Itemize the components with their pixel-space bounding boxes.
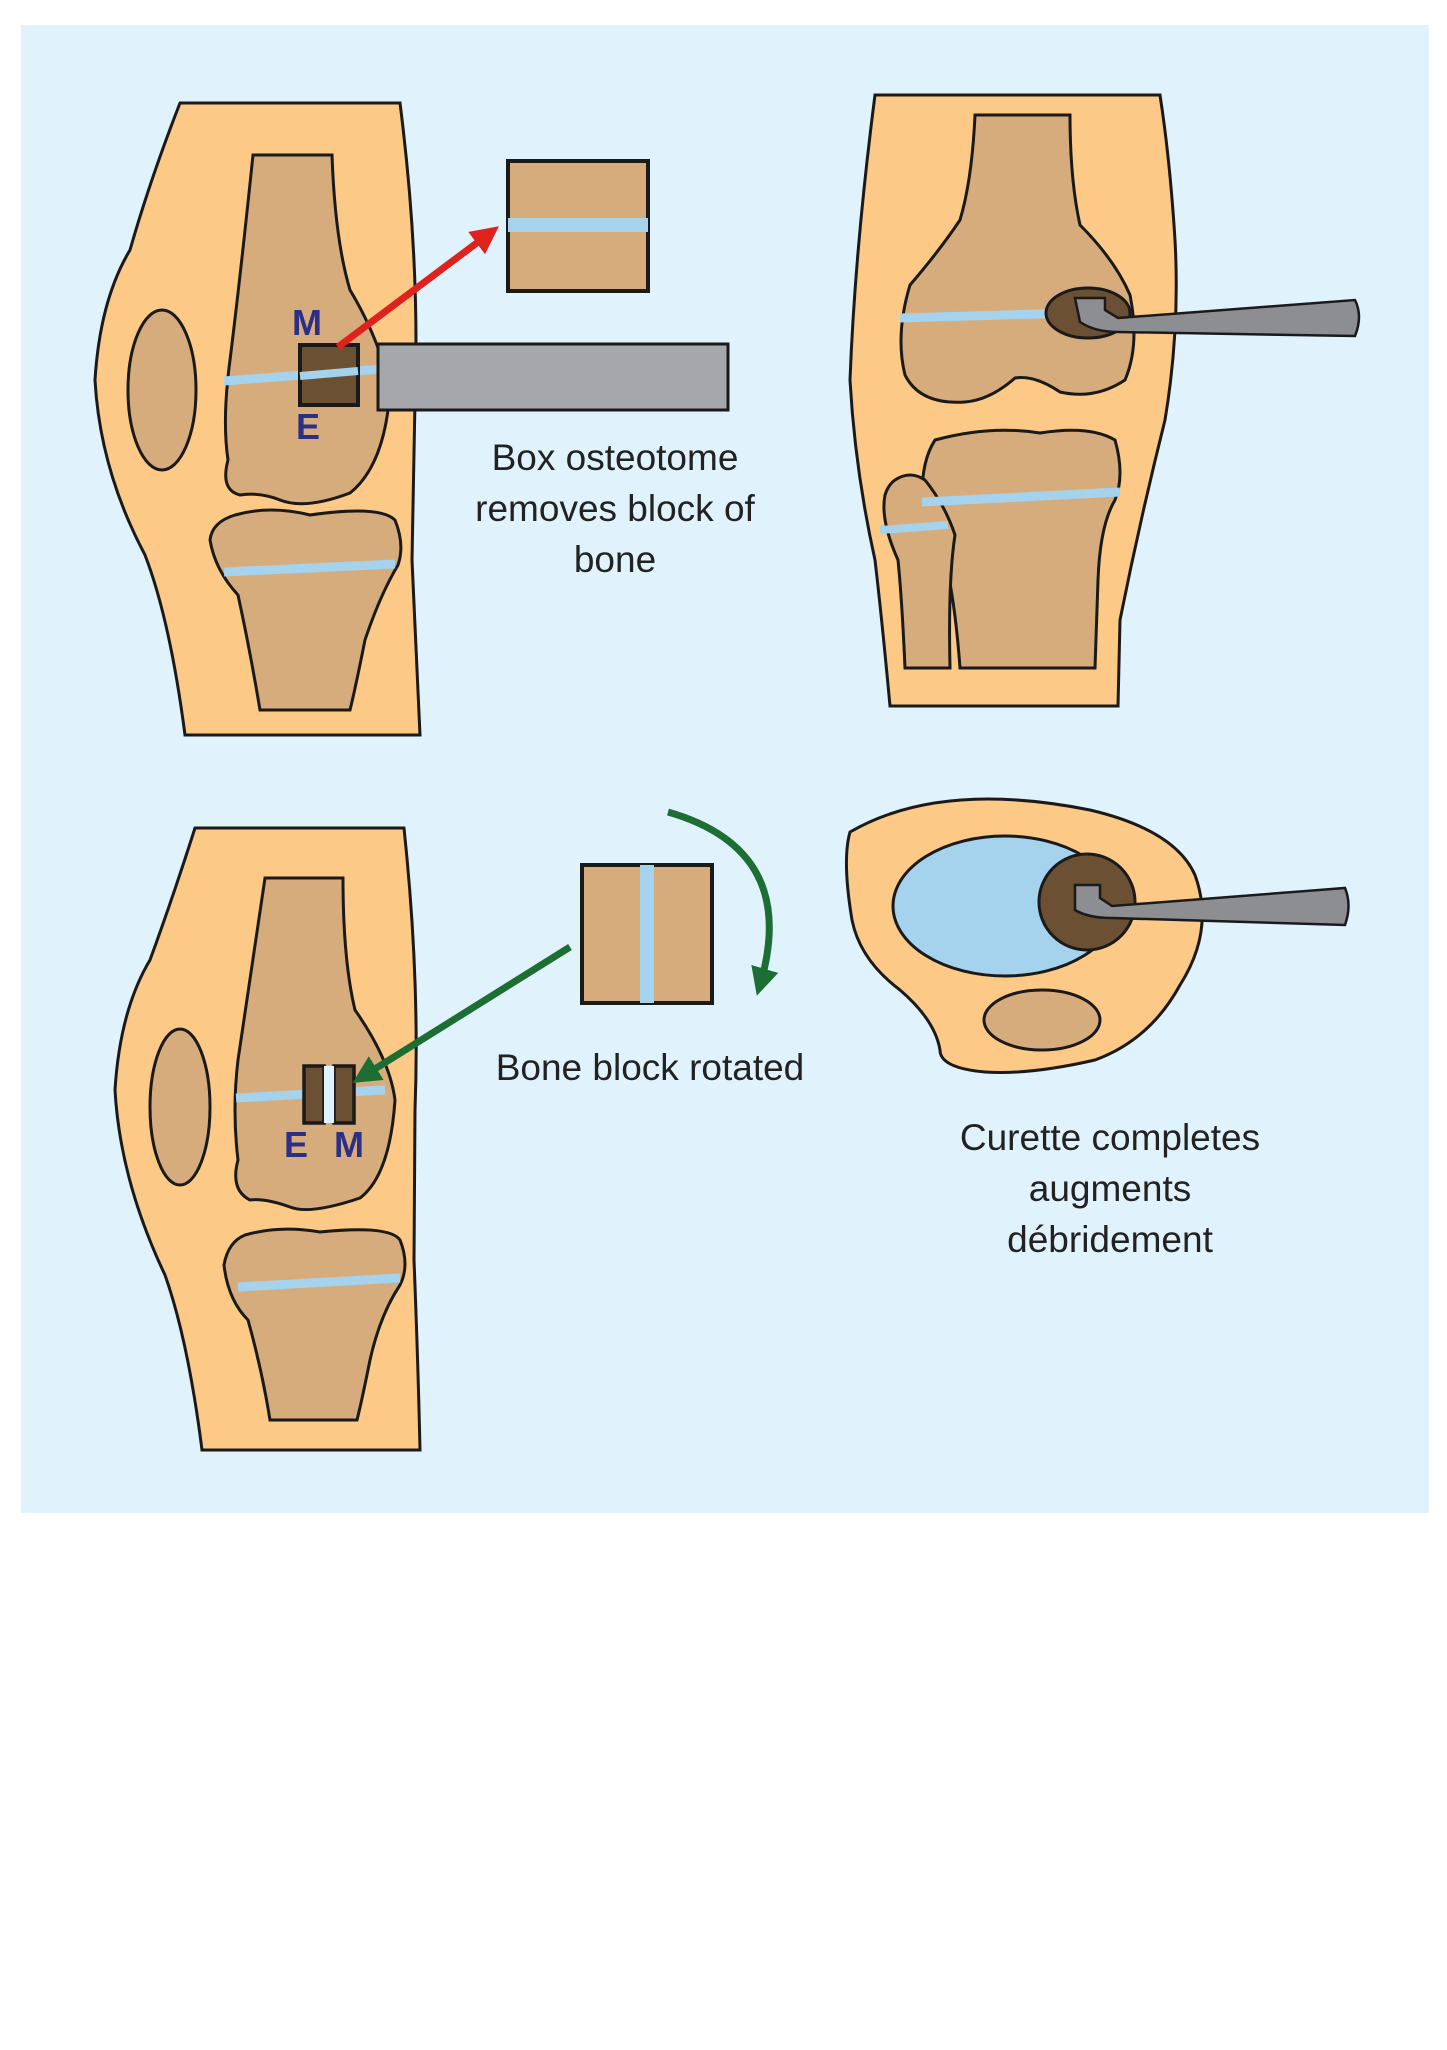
bottom-marker-m: M — [334, 1124, 364, 1165]
removal-arrow — [335, 226, 499, 350]
top-marker-e: E — [296, 406, 321, 447]
top-marker-m: M — [292, 302, 322, 343]
rotated-block-physis — [324, 1066, 334, 1123]
caption-bone-block-rotated: Bone block rotated — [495, 1047, 805, 1088]
rotated-block-right — [332, 1064, 356, 1125]
femur-bone — [223, 153, 392, 506]
knee-ap-top — [848, 93, 1361, 708]
curette-instrument — [1073, 883, 1350, 927]
caption-curette: Curette completes augments débridement — [959, 1117, 1261, 1260]
knee-lateral-top — [93, 101, 730, 737]
rotated-block-left — [302, 1064, 326, 1125]
bottom-marker-e: E — [284, 1124, 309, 1165]
rotation-arrow — [667, 808, 779, 996]
fibula-physis-line — [879, 521, 949, 534]
insertion-arrow — [352, 944, 572, 1083]
caption-box-osteotome: Box osteotome removes block of bone — [475, 437, 755, 580]
patella — [148, 1027, 212, 1187]
patella — [126, 308, 198, 472]
tibia-physis-line — [223, 559, 396, 577]
bone-axial-view — [844, 797, 1350, 1074]
tibia-physis-line — [921, 487, 1121, 507]
osteotomy-site-physis — [299, 367, 359, 380]
femur-bone — [233, 876, 397, 1212]
box-osteotome — [376, 342, 730, 412]
curette-instrument — [1073, 296, 1361, 338]
fibula-cross-section — [982, 988, 1102, 1052]
tibia-bone — [208, 508, 403, 712]
knee-lateral-bottom — [113, 808, 779, 1452]
tibia-physis-line — [237, 1273, 401, 1292]
